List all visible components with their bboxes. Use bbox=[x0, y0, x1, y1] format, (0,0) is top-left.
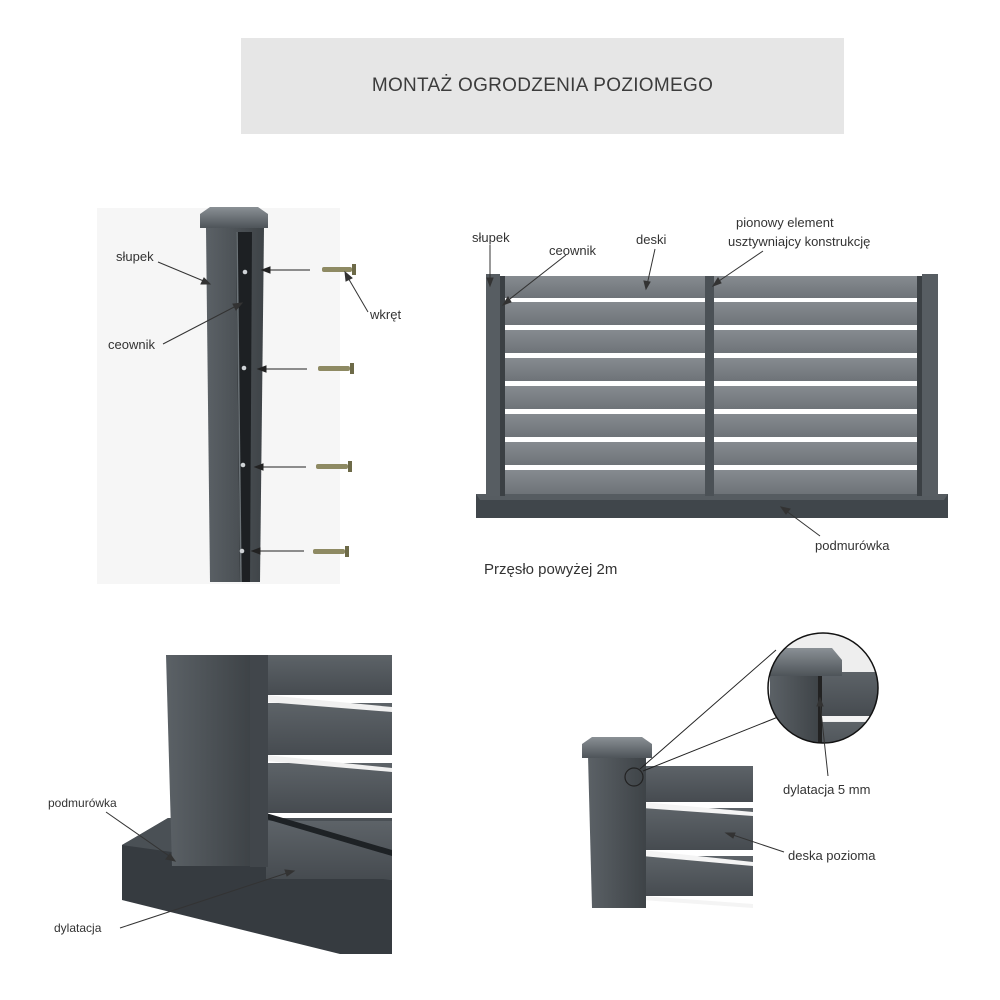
stiffener bbox=[705, 276, 714, 496]
post-cap bbox=[200, 207, 268, 228]
label-detail-gap: dylatacja 5 mm bbox=[783, 782, 871, 797]
label-stiffener-line1: pionowy element bbox=[736, 215, 834, 230]
fence-post-right bbox=[922, 274, 938, 496]
label-post: słupek bbox=[116, 249, 154, 264]
title-bar: MONTAŻ OGRODZENIA POZIOMEGO bbox=[241, 38, 844, 134]
detail-post-cap bbox=[582, 737, 652, 758]
label-stiffener-line2: usztywniajcy konstrukcję bbox=[728, 234, 871, 249]
page-title: MONTAŻ OGRODZENIA POZIOMEGO bbox=[371, 75, 714, 96]
label-corner-gap: dylatacja bbox=[54, 921, 102, 935]
label-channel: ceownik bbox=[108, 337, 155, 352]
fence-caption: Przęsło powyżej 2m bbox=[484, 561, 618, 578]
fence-post-left bbox=[486, 274, 500, 496]
zoom-marker bbox=[624, 767, 644, 787]
label-boards: deski bbox=[636, 232, 667, 247]
label-fence-channel: ceownik bbox=[549, 243, 596, 258]
label-fence-post: słupek bbox=[472, 230, 510, 245]
screw-icon bbox=[313, 264, 356, 557]
post-panel bbox=[97, 207, 369, 584]
corner-post bbox=[166, 655, 250, 866]
corner-panel bbox=[105, 655, 392, 954]
label-detail-board: deska pozioma bbox=[788, 848, 876, 863]
label-screw: wkręt bbox=[370, 307, 402, 322]
label-corner-foundation: podmurówka bbox=[48, 796, 117, 810]
fence-panel bbox=[476, 245, 948, 537]
post-body bbox=[206, 228, 264, 582]
detail-panel bbox=[582, 632, 879, 908]
label-foundation: podmurówka bbox=[815, 538, 890, 553]
detail-post bbox=[588, 756, 646, 908]
